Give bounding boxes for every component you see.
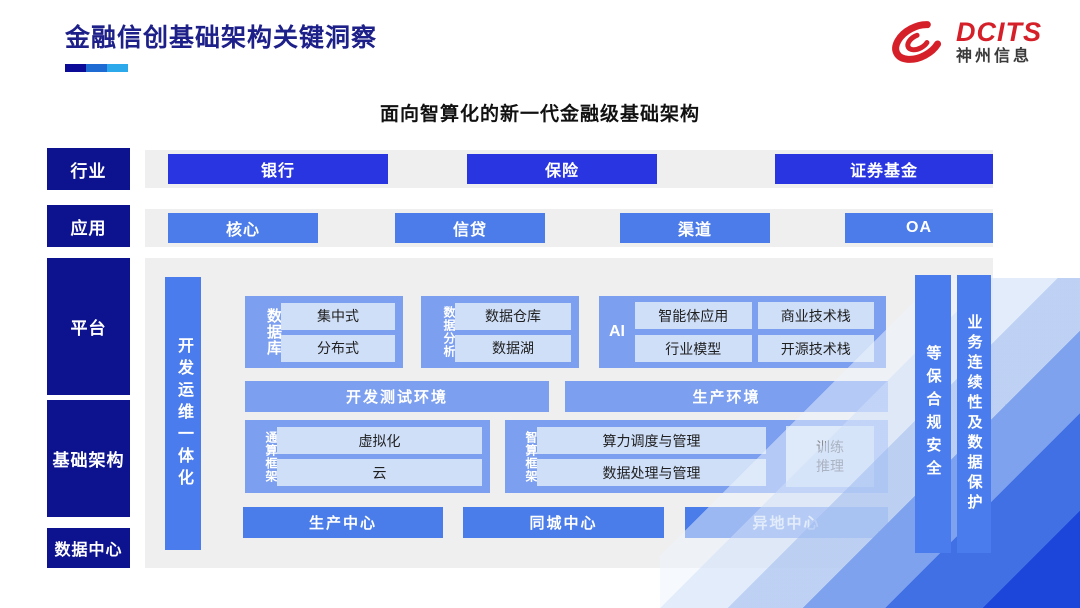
side-label-datacenter: 数据中心: [47, 528, 130, 568]
underline-segment-dark: [65, 64, 86, 72]
underline-segment-light: [107, 64, 128, 72]
dcits-swirl-icon: [892, 21, 944, 63]
data-analytics-items: 数据仓库 数据湖: [455, 297, 579, 368]
block-agent-apps: 智能体应用: [635, 302, 752, 329]
block-centralized: 集中式: [281, 302, 395, 330]
logo-company-text: 神州信息: [956, 47, 1033, 65]
ai-items: 智能体应用 商业技术栈 行业模型 开源技术栈: [635, 296, 886, 368]
intelligent-compute-box: 智算框架 算力调度与管理 数据处理与管理 训练 推理: [505, 420, 888, 493]
production-env-bar: 生产环境: [565, 381, 888, 412]
page-title: 金融信创基础架构关键洞察: [65, 24, 378, 52]
ai-box: AI 智能体应用 商业技术栈 行业模型 开源技术栈: [599, 296, 886, 368]
block-data-processing: 数据处理与管理: [537, 459, 766, 486]
continuity-vertical-bar-label: 业务连续性及数据保护: [965, 314, 983, 514]
block-remote-center: 异地中心: [685, 507, 888, 538]
block-oa: OA: [845, 213, 993, 243]
block-data-lake: 数据湖: [455, 334, 571, 362]
side-label-infrastructure: 基础架构: [47, 400, 130, 517]
block-training-inference: 训练 推理: [786, 426, 874, 487]
general-compute-label: 通算框架: [264, 430, 278, 483]
industry-row: 银行 保险 证券基金: [145, 150, 993, 188]
data-analytics-box: 数据分析 数据仓库 数据湖: [421, 296, 579, 368]
block-compute-scheduling: 算力调度与管理: [537, 427, 766, 454]
block-production-center: 生产中心: [243, 507, 443, 538]
block-commercial-stack: 商业技术栈: [757, 302, 874, 329]
dev-test-env-bar: 开发测试环境: [245, 381, 549, 412]
intelligent-compute-label: 智算框架: [524, 430, 538, 483]
devops-vertical-bar: 开发运维一体化: [165, 277, 201, 550]
security-vertical-bar-label: 等保合规安全: [924, 345, 942, 483]
block-virtualization: 虚拟化: [277, 427, 482, 454]
continuity-vertical-bar: 业务连续性及数据保护: [957, 275, 991, 553]
data-analytics-label: 数据分析: [442, 306, 456, 358]
block-securities-funds: 证券基金: [775, 154, 993, 184]
block-channel: 渠道: [620, 213, 770, 243]
side-label-industry: 行业: [47, 148, 130, 190]
ai-label: AI: [609, 323, 625, 340]
logo-brand-text: DCITS: [956, 17, 1042, 48]
platform-panel: 开发运维一体化 数据库 集中式 分布式 数据分析 数据仓库 数据湖 AI 智能体…: [145, 258, 993, 568]
block-cloud: 云: [277, 459, 482, 486]
side-label-platform: 平台: [47, 258, 130, 395]
title-underline: [65, 64, 128, 72]
application-row: 核心 信贷 渠道 OA: [145, 209, 993, 247]
block-core: 核心: [168, 213, 318, 243]
block-distributed: 分布式: [281, 334, 395, 362]
database-items: 集中式 分布式: [281, 297, 403, 368]
database-box: 数据库 集中式 分布式: [245, 296, 403, 368]
block-credit: 信贷: [395, 213, 545, 243]
general-compute-box: 通算框架 虚拟化 云: [245, 420, 490, 493]
block-bank: 银行: [168, 154, 388, 184]
block-insurance: 保险: [467, 154, 657, 184]
diagram-subtitle: 面向智算化的新一代金融级基础架构: [379, 104, 700, 125]
block-data-warehouse: 数据仓库: [455, 302, 571, 330]
block-opensource-stack: 开源技术栈: [757, 335, 874, 362]
dcits-logo: DCITS 神州信息: [888, 16, 1042, 68]
underline-segment-mid: [86, 64, 107, 72]
side-label-application: 应用: [47, 205, 130, 247]
block-samecity-center: 同城中心: [463, 507, 664, 538]
block-industry-models: 行业模型: [635, 335, 752, 362]
general-compute-items: 虚拟化 云: [277, 421, 490, 492]
database-label: 数据库: [265, 308, 282, 356]
logo-text: DCITS 神州信息: [956, 18, 1042, 65]
intelligent-compute-items: 算力调度与管理 数据处理与管理: [537, 421, 774, 492]
security-vertical-bar: 等保合规安全: [915, 275, 951, 553]
devops-vertical-bar-label: 开发运维一体化: [175, 336, 192, 491]
